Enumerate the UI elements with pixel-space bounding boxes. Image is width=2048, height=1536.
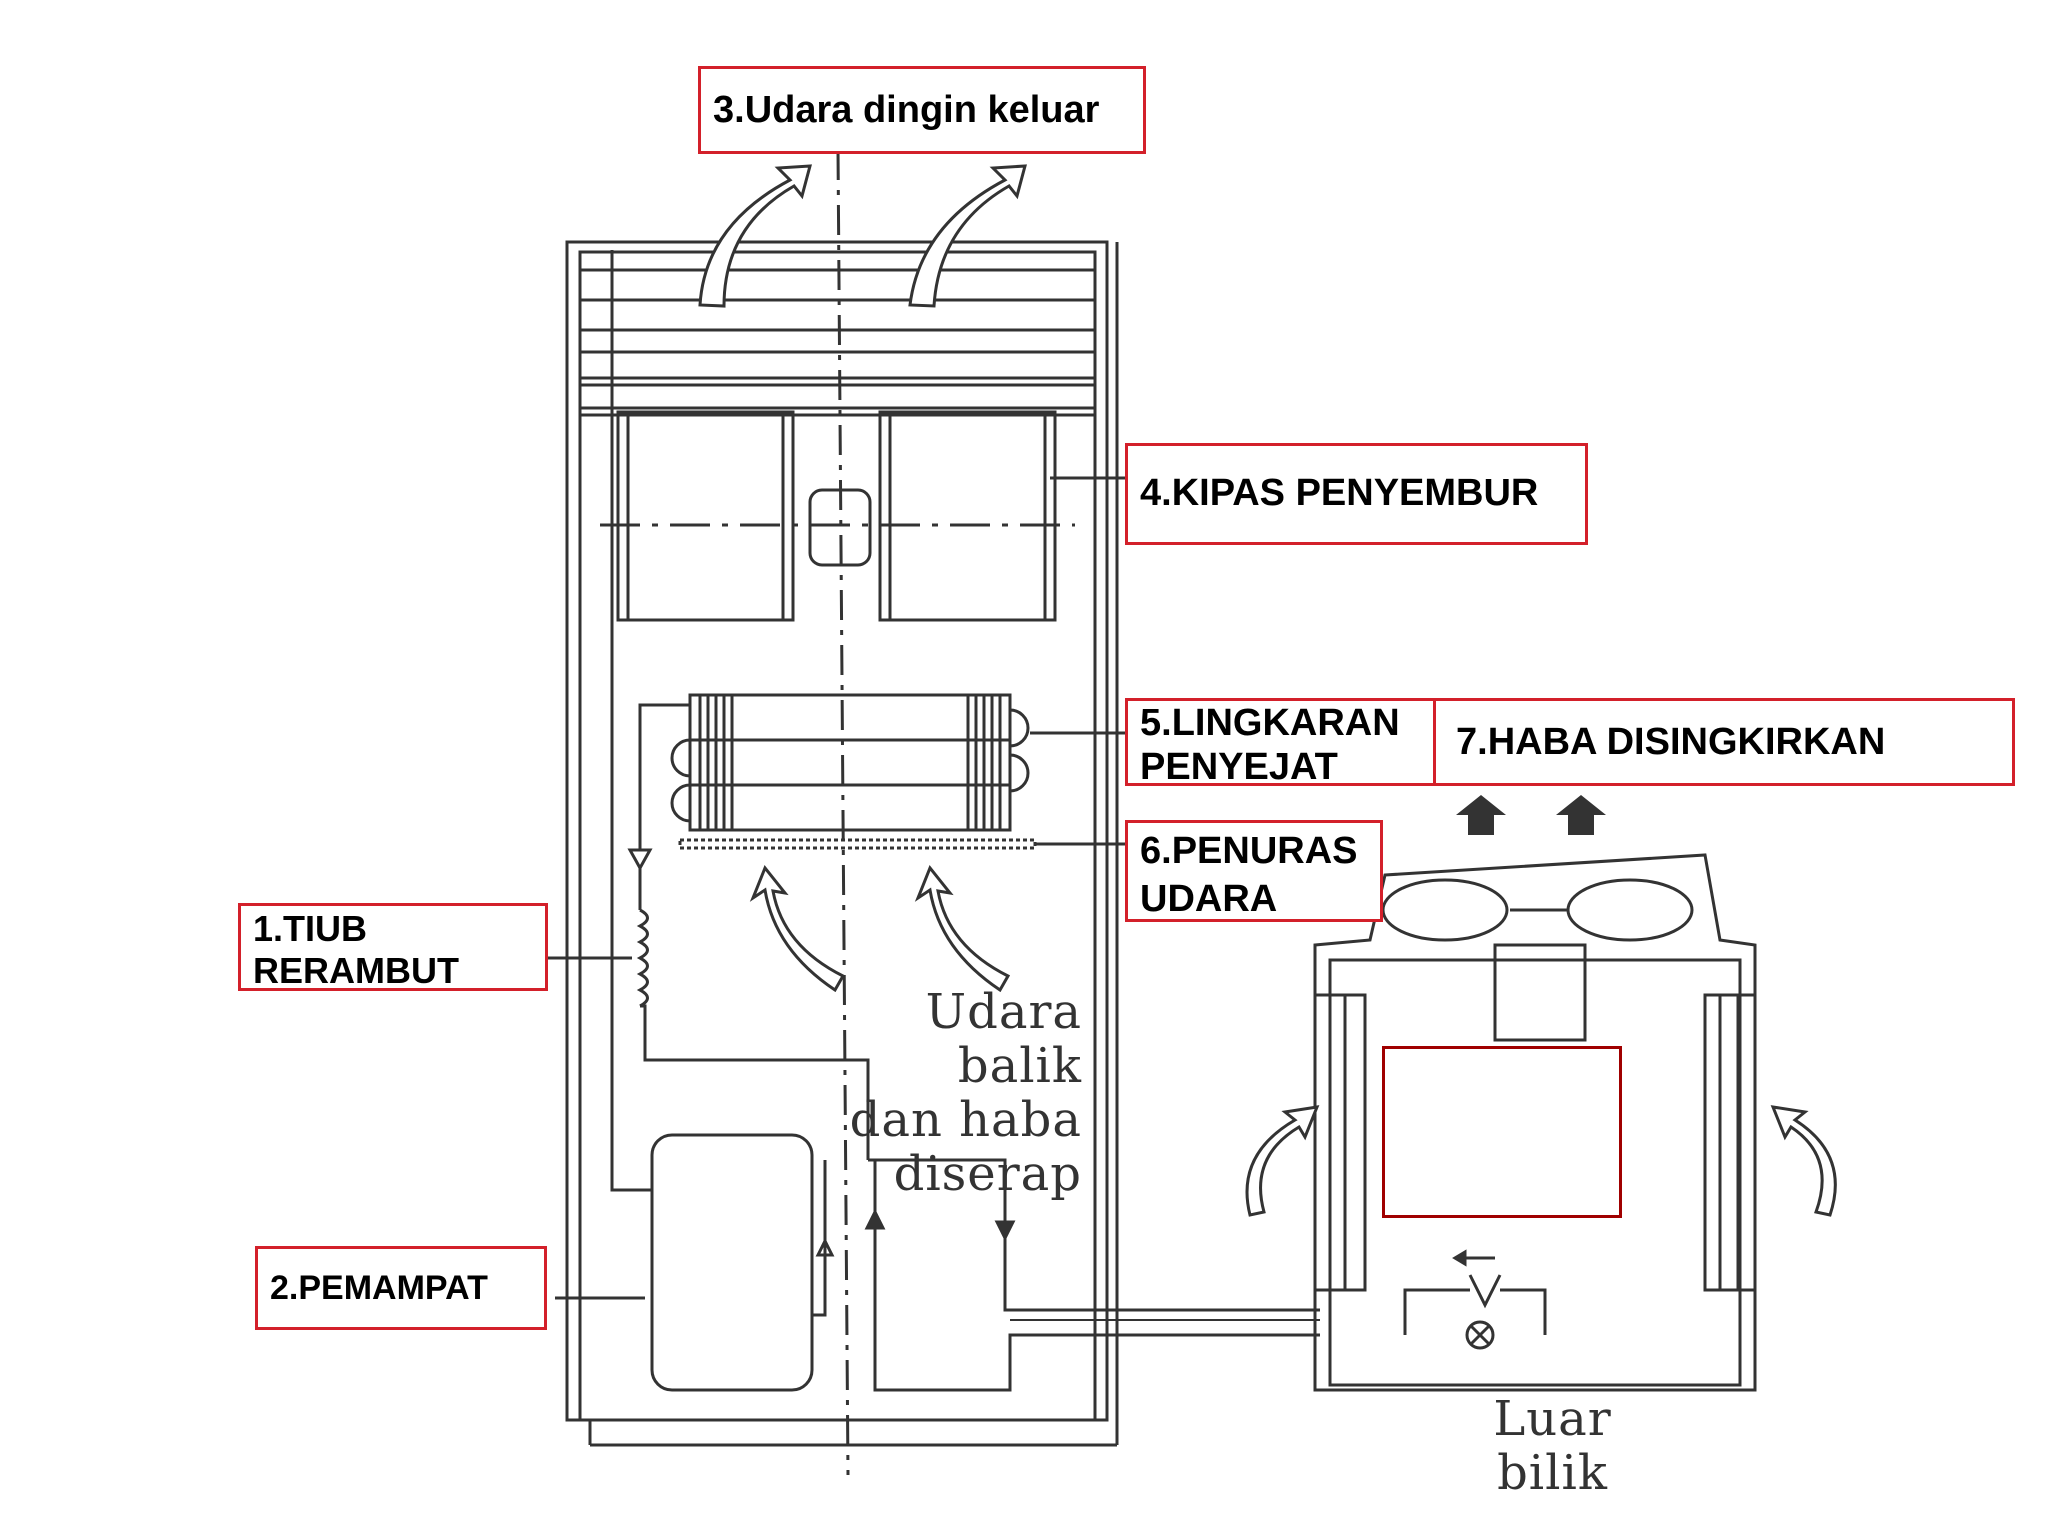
outdoor-unit: [1313, 853, 1757, 1392]
outdoor-empty-label-box: [1382, 1046, 1622, 1218]
label-heat-removed: 7.HABA DISINGKIRKAN: [1433, 698, 2015, 786]
label-blower-fan: 4.KIPAS PENYEMBUR: [1125, 443, 1588, 545]
blower-fan: [600, 410, 1075, 622]
label-air-filter: 6.PENURAS UDARA: [1125, 820, 1383, 922]
indoor-unit-inner-frame: [578, 250, 1097, 1422]
airflow-arrows: [698, 164, 1837, 1217]
heat-out-arrows: [1456, 795, 1606, 835]
label-capillary-tube: 1.TIUB RERAMBUT: [238, 903, 548, 991]
centre-axis: [836, 149, 850, 1476]
air-filter: [678, 838, 1037, 850]
refrigerant-pipes: [864, 1158, 1320, 1392]
label-compressor: 2.PEMAMPAT: [255, 1246, 547, 1330]
outdoor-text: Luar bilik: [1493, 1391, 1612, 1501]
return-air-text: Udara balik dan haba diserap: [849, 984, 1082, 1202]
label-evaporator-coil: 5.LINGKARAN PENYEJAT: [1125, 698, 1437, 788]
evaporator-coil: [670, 693, 1030, 832]
compressor: [610, 250, 835, 1392]
capillary-tube: [627, 703, 870, 1160]
top-louvers: [580, 268, 1095, 417]
label-cold-air-out: 3.Udara dingin keluar: [698, 66, 1146, 154]
